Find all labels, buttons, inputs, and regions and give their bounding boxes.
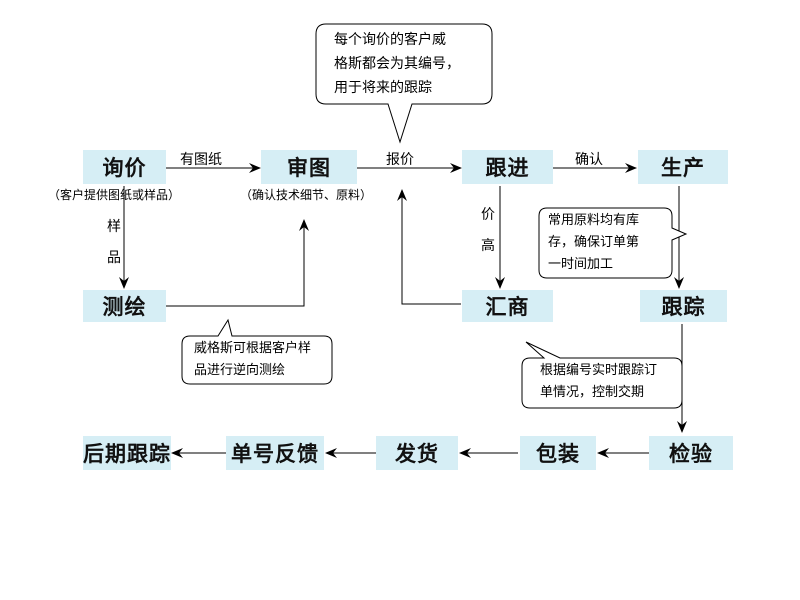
- edge-label-high-price: 价 高: [480, 200, 496, 262]
- node-follow: 跟进: [462, 150, 553, 184]
- edge-label-high-price-2: 高: [481, 238, 495, 254]
- edge-summary-review: [397, 189, 461, 305]
- subtitle-review: （确认技术细节、原料）: [240, 188, 373, 202]
- node-summary: 汇商: [462, 290, 553, 322]
- note-stock-line-1: 常用原料均有库: [548, 213, 640, 228]
- top-callout-shape: [315, 23, 493, 144]
- note-survey-line-2: 品进行逆向测绘: [194, 363, 286, 378]
- stock-callout-shape: [538, 207, 688, 279]
- note-top-line-1: 每个询价的客户威: [334, 32, 446, 48]
- note-stock-line-2: 存，确保订单第: [548, 235, 640, 250]
- note-top: 每个询价的客户威 格斯都会为其编号， 用于将来的跟踪: [334, 28, 460, 100]
- edge-label-confirm: 确认: [575, 152, 603, 168]
- note-survey: 威格斯可根据客户样 品进行逆向测绘: [194, 338, 311, 382]
- edge-label-sample-1: 样: [107, 219, 121, 235]
- edge-label-quote: 报价: [386, 152, 414, 168]
- edge-label-high-price-1: 价: [481, 207, 495, 223]
- note-top-line-3: 用于将来的跟踪: [334, 80, 432, 96]
- track-callout-shape: [521, 341, 683, 409]
- node-survey: 测绘: [83, 290, 166, 322]
- survey-callout-shape: [181, 318, 333, 385]
- edge-label-sample: 样 品: [106, 212, 122, 274]
- node-pack: 包装: [520, 436, 596, 470]
- node-later: 后期跟踪: [83, 436, 171, 470]
- edge-label-sample-2: 品: [107, 250, 121, 266]
- note-track-line-1: 根据编号实时跟踪订: [540, 363, 658, 378]
- note-top-line-2: 格斯都会为其编号，: [334, 56, 460, 72]
- note-track-line-2: 单情况，控制交期: [540, 385, 645, 400]
- node-inquiry: 询价: [83, 150, 166, 184]
- edge-label-has-drawing: 有图纸: [180, 152, 222, 168]
- node-ship: 发货: [376, 436, 458, 470]
- note-stock-line-3: 一时间加工: [548, 257, 614, 272]
- edge-survey-review: [166, 219, 309, 307]
- note-stock: 常用原料均有库 存，确保订单第 一时间加工: [548, 210, 639, 276]
- note-track: 根据编号实时跟踪订 单情况，控制交期: [540, 360, 657, 404]
- node-inspect: 检验: [649, 436, 733, 470]
- note-survey-line-1: 威格斯可根据客户样: [194, 341, 312, 356]
- node-feedback: 单号反馈: [226, 436, 324, 470]
- node-track: 跟踪: [640, 290, 727, 322]
- subtitle-inquiry: （客户提供图纸或样品）: [48, 188, 181, 202]
- node-produce: 生产: [638, 150, 728, 184]
- node-review: 审图: [261, 150, 357, 184]
